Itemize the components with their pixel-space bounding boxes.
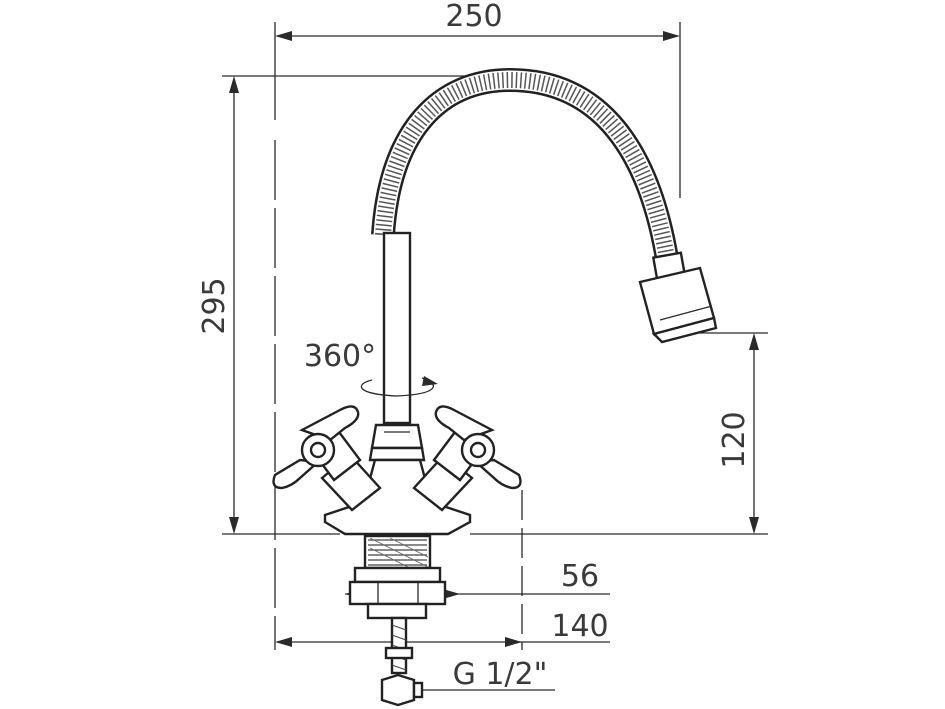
threaded-shank xyxy=(363,534,432,570)
dimension-140: 140 xyxy=(275,609,610,647)
dimension-label-140: 140 xyxy=(551,609,608,644)
right-valve xyxy=(412,405,522,512)
dimension-label-56: 56 xyxy=(561,559,599,594)
dimension-295: 295 xyxy=(197,75,470,534)
dimension-250: 250 xyxy=(274,0,681,198)
rotation-label: 360° xyxy=(304,339,376,374)
dimension-label-250: 250 xyxy=(445,0,502,34)
supply-hose xyxy=(380,616,424,707)
rotation-arrow-icon: 360° xyxy=(304,339,438,397)
mounting-nut xyxy=(348,566,447,620)
flexible-hose xyxy=(371,67,680,267)
dimension-thread: G 1/2" xyxy=(420,657,555,692)
aerator-head xyxy=(638,251,718,344)
dimension-120: 120 xyxy=(700,332,768,534)
dimension-label-295: 295 xyxy=(197,277,232,334)
thread-label: G 1/2" xyxy=(453,657,548,692)
dimension-label-120: 120 xyxy=(717,411,752,468)
spout-nut xyxy=(368,423,426,462)
left-valve xyxy=(272,405,382,512)
spout-tube xyxy=(382,231,412,425)
